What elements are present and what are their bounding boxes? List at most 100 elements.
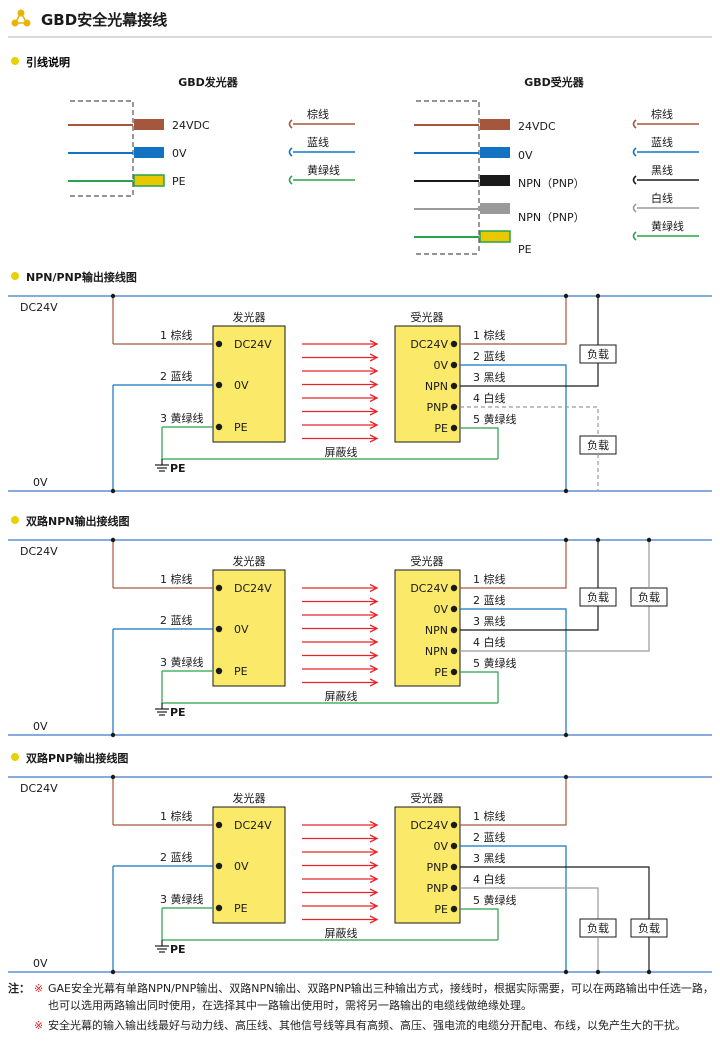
legend-label: 黄绿线 xyxy=(307,163,340,177)
receiver-wire-label: 3 黑线 xyxy=(473,370,506,384)
receiver-wire xyxy=(460,364,567,491)
diagram-title: 双路NPN输出接线图 xyxy=(26,514,129,528)
junction-dot xyxy=(563,732,569,738)
terminal-icon xyxy=(215,423,223,431)
beam-arrow-icon xyxy=(369,420,379,430)
lead-wire-label: PE xyxy=(172,175,186,188)
terminal-icon xyxy=(450,626,458,634)
lead-frame xyxy=(70,100,134,196)
emitter-title: 发光器 xyxy=(233,554,266,568)
receiver-wire-label: 1 棕线 xyxy=(473,572,506,586)
load-label: 负载 xyxy=(587,590,609,604)
terminal-icon xyxy=(215,584,223,592)
junction-dot xyxy=(110,537,116,543)
beam-arrow-icon xyxy=(369,610,379,620)
page-header: GBD安全光幕接线 xyxy=(8,9,712,38)
emitter-pin-label: DC24V xyxy=(234,819,272,832)
beam-arrow-icon xyxy=(369,915,379,924)
beam-arrow-icon xyxy=(369,861,379,870)
receiver-wire xyxy=(460,606,599,631)
note-text: GAE安全光幕有单路NPN/PNP输出、双路NPN输出、双路PNP输出三种输出方… xyxy=(48,982,714,1012)
legend-label: 蓝线 xyxy=(307,135,329,149)
receiver-wire-label: 1 棕线 xyxy=(473,809,506,823)
receiver-pin-label: PE xyxy=(434,422,448,435)
receiver-wire-label: 5 黄绿线 xyxy=(473,656,517,670)
section-bullet-icon xyxy=(11,272,19,280)
junction-dot xyxy=(110,732,116,738)
wire-end-icon xyxy=(632,175,637,185)
beam-arrow-icon xyxy=(369,407,379,416)
emitter-title: 发光器 xyxy=(233,310,266,324)
beam-arrow-icon xyxy=(369,901,379,911)
shield-label: 屏蔽线 xyxy=(325,926,358,940)
terminal-icon xyxy=(450,382,458,390)
receiver-wire xyxy=(460,608,567,735)
receiver-wire-label: 3 黑线 xyxy=(473,614,506,628)
terminal-icon xyxy=(450,905,458,913)
dc24v-label: DC24V xyxy=(20,782,58,795)
junction-dot xyxy=(110,774,116,780)
receiver-title: 受光器 xyxy=(411,554,444,568)
terminal-icon xyxy=(450,424,458,432)
lead-panel-title: GBD受光器 xyxy=(524,75,585,89)
wire-sleeve xyxy=(480,119,510,130)
receiver-pin-label: NPN xyxy=(425,380,448,393)
junction-dot xyxy=(110,293,116,299)
receiver-pin-label: DC24V xyxy=(410,582,448,595)
terminal-icon xyxy=(450,842,458,850)
beam-arrow-icon xyxy=(369,664,379,674)
receiver-lead-panel: GBD受光器24VDC0VNPN（PNP）NPN（PNP）PE棕线蓝线黑线白线黄… xyxy=(414,75,699,256)
beam-arrow-icon xyxy=(369,597,379,606)
beam-arrow-icon xyxy=(369,353,379,362)
terminal-icon xyxy=(215,904,223,912)
receiver-wire xyxy=(460,866,650,919)
section-bullet-icon xyxy=(11,753,19,761)
emitter-wire-label: 2 蓝线 xyxy=(160,613,193,627)
emitter-pin-label: PE xyxy=(234,421,248,434)
junction-dot xyxy=(563,488,569,494)
emitter-wire-label: 2 蓝线 xyxy=(160,850,193,864)
note-mark-icon: ※ xyxy=(34,982,44,995)
receiver-wire-label: 5 黄绿线 xyxy=(473,893,517,907)
receiver-pin-label: 0V xyxy=(433,359,448,372)
ground-label: PE xyxy=(170,462,186,475)
receiver-pin-label: PNP xyxy=(427,882,449,895)
receiver-wire xyxy=(460,908,499,940)
junction-dot xyxy=(563,537,569,543)
terminal-icon xyxy=(450,821,458,829)
emitter-pin-label: 0V xyxy=(234,623,249,636)
page-title: GBD安全光幕接线 xyxy=(41,11,167,29)
junction-dot xyxy=(110,969,116,975)
emitter-wire-label: 1 棕线 xyxy=(160,572,193,586)
lead-panel-title: GBD发光器 xyxy=(178,75,239,89)
dc24v-label: DC24V xyxy=(20,301,58,314)
terminal-icon xyxy=(450,403,458,411)
receiver-wire-label: 4 白线 xyxy=(473,872,506,886)
receiver-wire-label: 2 蓝线 xyxy=(473,349,506,363)
terminal-icon xyxy=(215,821,223,829)
terminal-icon xyxy=(450,668,458,676)
receiver-pin-label: NPN xyxy=(425,645,448,658)
receiver-wire-label: 1 棕线 xyxy=(473,328,506,342)
legend-label: 棕线 xyxy=(651,107,673,121)
junction-dot xyxy=(110,488,116,494)
junction-dot xyxy=(595,969,601,975)
receiver-wire xyxy=(460,540,567,589)
emitter-box xyxy=(212,569,286,687)
zero-volt-label: 0V xyxy=(33,957,48,970)
ground-label: PE xyxy=(170,943,186,956)
legend-label: 黄绿线 xyxy=(651,219,684,233)
beam-arrow-icon xyxy=(369,434,379,443)
terminal-icon xyxy=(215,340,223,348)
lead-section-title: 引线说明 xyxy=(26,55,70,69)
wire-end-icon xyxy=(632,231,637,241)
receiver-pin-label: DC24V xyxy=(410,338,448,351)
terminal-icon xyxy=(215,667,223,675)
load-label: 负载 xyxy=(587,438,609,452)
beam-arrow-icon xyxy=(369,820,379,830)
receiver-wire xyxy=(460,887,599,919)
